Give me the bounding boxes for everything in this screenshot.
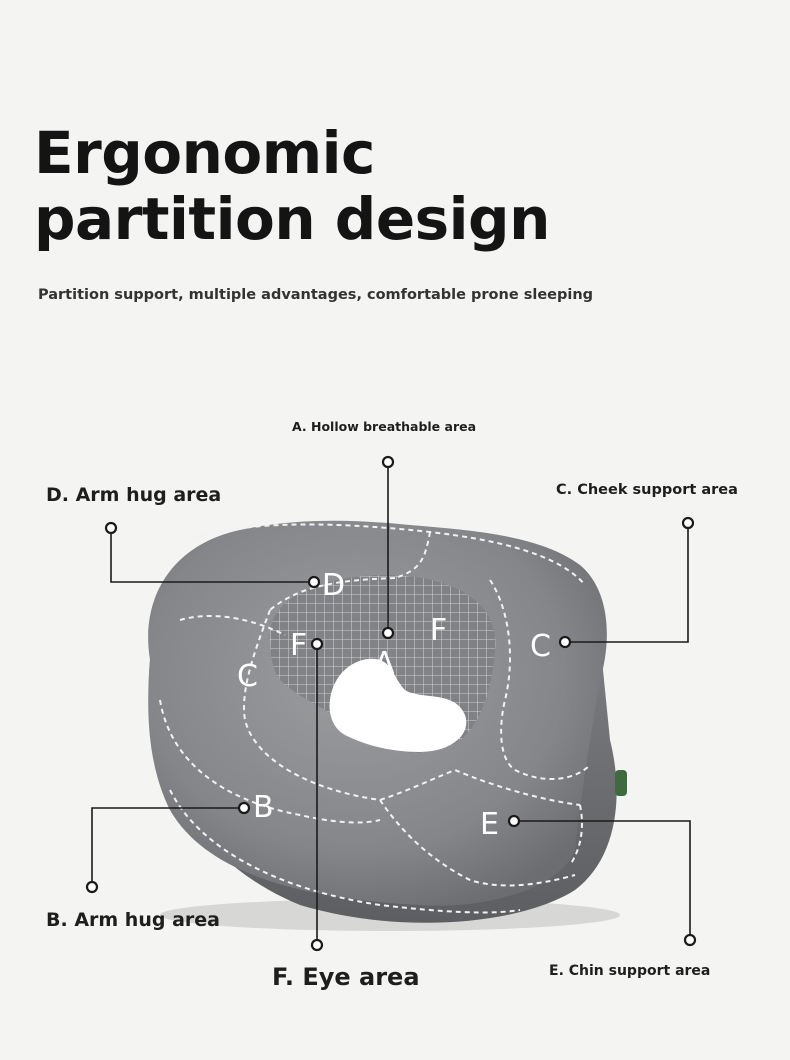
zone-letter-b: B [253,790,274,825]
callout-eye-area: F. Eye area [272,963,420,991]
page-title-line-2: partition design [34,185,550,253]
stitch-lines [159,523,591,914]
zone-letter-c-left: C [237,659,258,694]
zone-letter-e: E [480,807,499,842]
zone-letter-a: A [374,646,395,681]
pillow-hole [329,658,467,752]
leader-dots [85,455,697,952]
callout-arm-hug-area-b: B. Arm hug area [46,909,220,931]
callout-arm-hug-area-d: D. Arm hug area [46,484,222,506]
page-title: Ergonomic partition design [34,120,550,252]
page-subtitle: Partition support, multiple advantages, … [38,287,594,303]
zone-letter-c-right: C [530,629,551,664]
zone-letter-f-right: F [430,613,447,648]
zone-letter-f-left: F [290,628,307,663]
leader-lines [91,462,691,945]
pillow-tag [615,770,627,796]
zone-letter-d: D [322,568,345,603]
page-title-line-1: Ergonomic [34,119,375,187]
callout-cheek-support-area: C. Cheek support area [556,482,738,498]
callout-chin-support-area: E. Chin support area [549,963,711,979]
callout-hollow-breathable-area: A. Hollow breathable area [292,419,477,434]
